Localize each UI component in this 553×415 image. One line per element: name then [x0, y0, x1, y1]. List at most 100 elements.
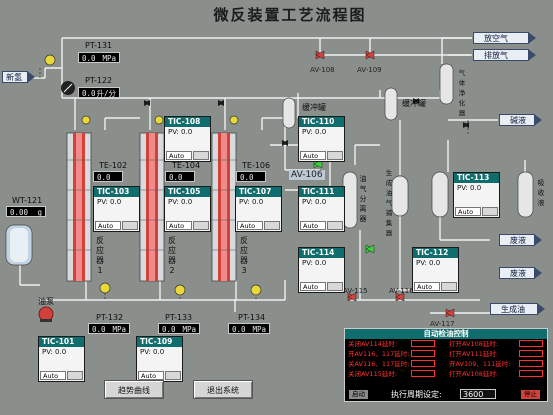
av115-label: AV-115 — [343, 287, 368, 295]
tic109-manual-button[interactable] — [165, 371, 181, 380]
auto-panel-title: 自动检油控制 — [345, 329, 547, 339]
tic105-mode[interactable]: Auto — [166, 221, 192, 230]
tic112-pv: PV: 0.0 — [416, 259, 441, 267]
reactor-3-label: 反应器3 — [240, 236, 248, 275]
tic105-faceplate[interactable]: TIC-105 PV: 0.0 Auto — [164, 186, 211, 232]
av108-label: AV-108 — [310, 66, 335, 74]
tic109-pv: PV: 0.0 — [140, 348, 165, 356]
auto-panel-row: 关闭AV115延时: 打开AV108延时: — [345, 369, 547, 379]
tic110-faceplate[interactable]: TIC-110 PV: 0.0 Auto — [298, 116, 345, 162]
tic114-mode[interactable]: Auto — [300, 282, 326, 291]
stream-fresh-hydrogen: 新氢 — [2, 71, 35, 83]
tic107-faceplate[interactable]: TIC-107 PV: 0.0 Auto — [235, 186, 282, 232]
reactor-1-label: 反应器1 — [96, 236, 104, 275]
tic113-faceplate[interactable]: TIC-113 PV: 0.0 Auto — [453, 172, 500, 218]
tic111-tag: TIC-111 — [299, 187, 344, 197]
delay-input[interactable] — [519, 370, 543, 377]
oil-pump-icon — [38, 306, 54, 322]
stream-exhaust-gas: 排放气 — [473, 49, 536, 61]
tic112-tag: TIC-112 — [413, 248, 458, 258]
tic109-mode[interactable]: Auto — [138, 371, 164, 380]
tic108-faceplate[interactable]: TIC-108 PV: 0.0 Auto — [164, 116, 211, 162]
tic108-pv: PV: 0.0 — [168, 128, 193, 136]
tic101-tag: TIC-101 — [39, 337, 84, 347]
page-title: 微反装置工艺流程图 — [213, 6, 367, 24]
tic111-pv: PV: 0.0 — [302, 198, 327, 206]
delay-input[interactable] — [411, 370, 435, 377]
tic101-mode[interactable]: Auto — [40, 371, 66, 380]
tic111-mode[interactable]: Auto — [300, 221, 326, 230]
tic111-manual-button[interactable] — [327, 221, 343, 230]
tic112-mode[interactable]: Auto — [414, 282, 440, 291]
cycle-input[interactable]: 3600 — [460, 389, 496, 399]
tic107-pv: PV: 0.0 — [239, 198, 264, 206]
delay-input[interactable] — [411, 340, 435, 347]
tic110-manual-button[interactable] — [327, 151, 343, 160]
reactor-1 — [66, 132, 92, 282]
av109-label: AV-109 — [357, 66, 382, 74]
tic107-tag: TIC-107 — [236, 187, 281, 197]
delay-input[interactable] — [519, 360, 543, 367]
av106-label[interactable]: AV-106 — [289, 170, 325, 180]
tic110-mode[interactable]: Auto — [300, 151, 326, 160]
stream-waste-liquid-2: 废液 — [499, 267, 542, 279]
reactor-3 — [211, 132, 237, 282]
te106-display: 0.0 — [236, 171, 266, 182]
av117-label: AV-117 — [430, 320, 455, 328]
oil-gas-separator-label: 油气分离器 — [359, 175, 367, 223]
delay-input[interactable] — [411, 350, 435, 357]
absorber-label: 吸收液 — [537, 179, 545, 207]
oil-pump-label: 油泵 — [38, 297, 54, 306]
tic103-faceplate[interactable]: TIC-103 PV: 0.0 Auto — [93, 186, 140, 232]
reactor-2-label: 反应器2 — [168, 236, 176, 275]
auto-panel-row: 开AV116、117延时: 打开AV111延时: — [345, 349, 547, 359]
tic113-mode[interactable]: Auto — [455, 207, 481, 216]
av116-label: AV-116 — [389, 287, 414, 295]
tic108-tag: TIC-108 — [165, 117, 210, 127]
reactor-2 — [139, 132, 165, 282]
stop-button[interactable]: 停止 — [521, 390, 540, 399]
product-collector-label: 生成油气捕集器 — [385, 169, 393, 237]
tic101-pv: PV: 0.0 — [42, 348, 67, 356]
pt131-tag: PT-131 — [85, 41, 113, 50]
tic109-tag: TIC-109 — [137, 337, 182, 347]
start-button[interactable]: 启动 — [349, 390, 368, 399]
tic107-mode[interactable]: Auto — [237, 221, 263, 230]
exit-system-button[interactable]: 退出系统 — [193, 380, 253, 399]
trend-curve-button[interactable]: 趋势曲线 — [104, 380, 164, 399]
delay-input[interactable] — [411, 360, 435, 367]
tic108-manual-button[interactable] — [193, 151, 209, 160]
tic110-pv: PV: 0.0 — [302, 128, 327, 136]
tic113-pv: PV: 0.0 — [457, 184, 482, 192]
tic114-manual-button[interactable] — [327, 282, 343, 291]
gas-purifier-label: 气体净化器 — [458, 69, 466, 117]
tic103-pv: PV: 0.0 — [97, 198, 122, 206]
tic111-faceplate[interactable]: TIC-111 PV: 0.0 Auto — [298, 186, 345, 232]
tic114-tag: TIC-114 — [299, 248, 344, 258]
tic103-mode[interactable]: Auto — [95, 221, 121, 230]
delay-input[interactable] — [519, 350, 543, 357]
wt121-tag: WT-121 — [12, 196, 43, 205]
tic101-faceplate[interactable]: TIC-101 PV: 0.0 Auto — [38, 336, 85, 382]
tic113-manual-button[interactable] — [482, 207, 498, 216]
tic114-faceplate[interactable]: TIC-114 PV: 0.0 Auto — [298, 247, 345, 293]
tic112-faceplate[interactable]: TIC-112 PV: 0.0 Auto — [412, 247, 459, 293]
auto-panel-row: 关AV116、117延时: 开AV109、111延时: — [345, 359, 547, 369]
tic105-manual-button[interactable] — [193, 221, 209, 230]
tic103-manual-button[interactable] — [122, 221, 138, 230]
tic108-mode[interactable]: Auto — [166, 151, 192, 160]
tic109-faceplate[interactable]: TIC-109 PV: 0.0 Auto — [136, 336, 183, 382]
te106-tag: TE-106 — [242, 161, 271, 170]
tic101-manual-button[interactable] — [67, 371, 83, 380]
stream-product-oil: 生成油 — [490, 303, 545, 315]
delay-input[interactable] — [519, 340, 543, 347]
stream-vent-gas: 放空气 — [473, 32, 536, 44]
weigh-tank — [5, 224, 33, 266]
tic110-tag: TIC-110 — [299, 117, 344, 127]
tic107-manual-button[interactable] — [264, 221, 280, 230]
tic112-manual-button[interactable] — [441, 282, 457, 291]
